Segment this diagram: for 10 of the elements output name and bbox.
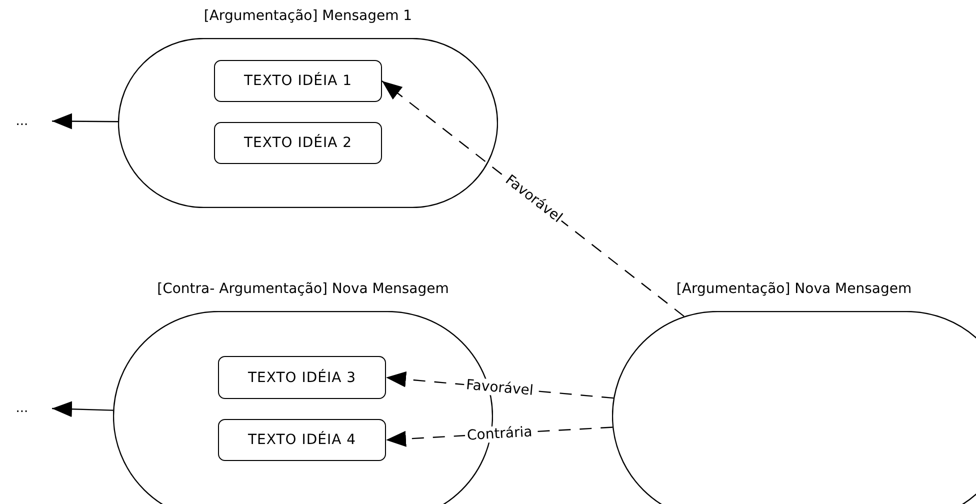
idea-box: TEXTO IDÉIA 3	[218, 356, 386, 399]
idea-box: TEXTO IDÉIA 1	[214, 60, 382, 102]
ellipsis-text: ...	[16, 400, 28, 416]
group-heading: [Argumentação] Nova Mensagem	[676, 281, 912, 297]
group-heading: [Argumentação] Mensagem 1	[204, 8, 412, 24]
idea-box: TEXTO IDÉIA 2	[214, 122, 382, 164]
idea-box: TEXTO IDÉIA 4	[218, 419, 386, 461]
edge-label: Contrária	[464, 424, 534, 444]
group-heading: [Contra- Argumentação] Nova Mensagem	[157, 281, 449, 297]
ellipsis-text: ...	[16, 114, 28, 128]
